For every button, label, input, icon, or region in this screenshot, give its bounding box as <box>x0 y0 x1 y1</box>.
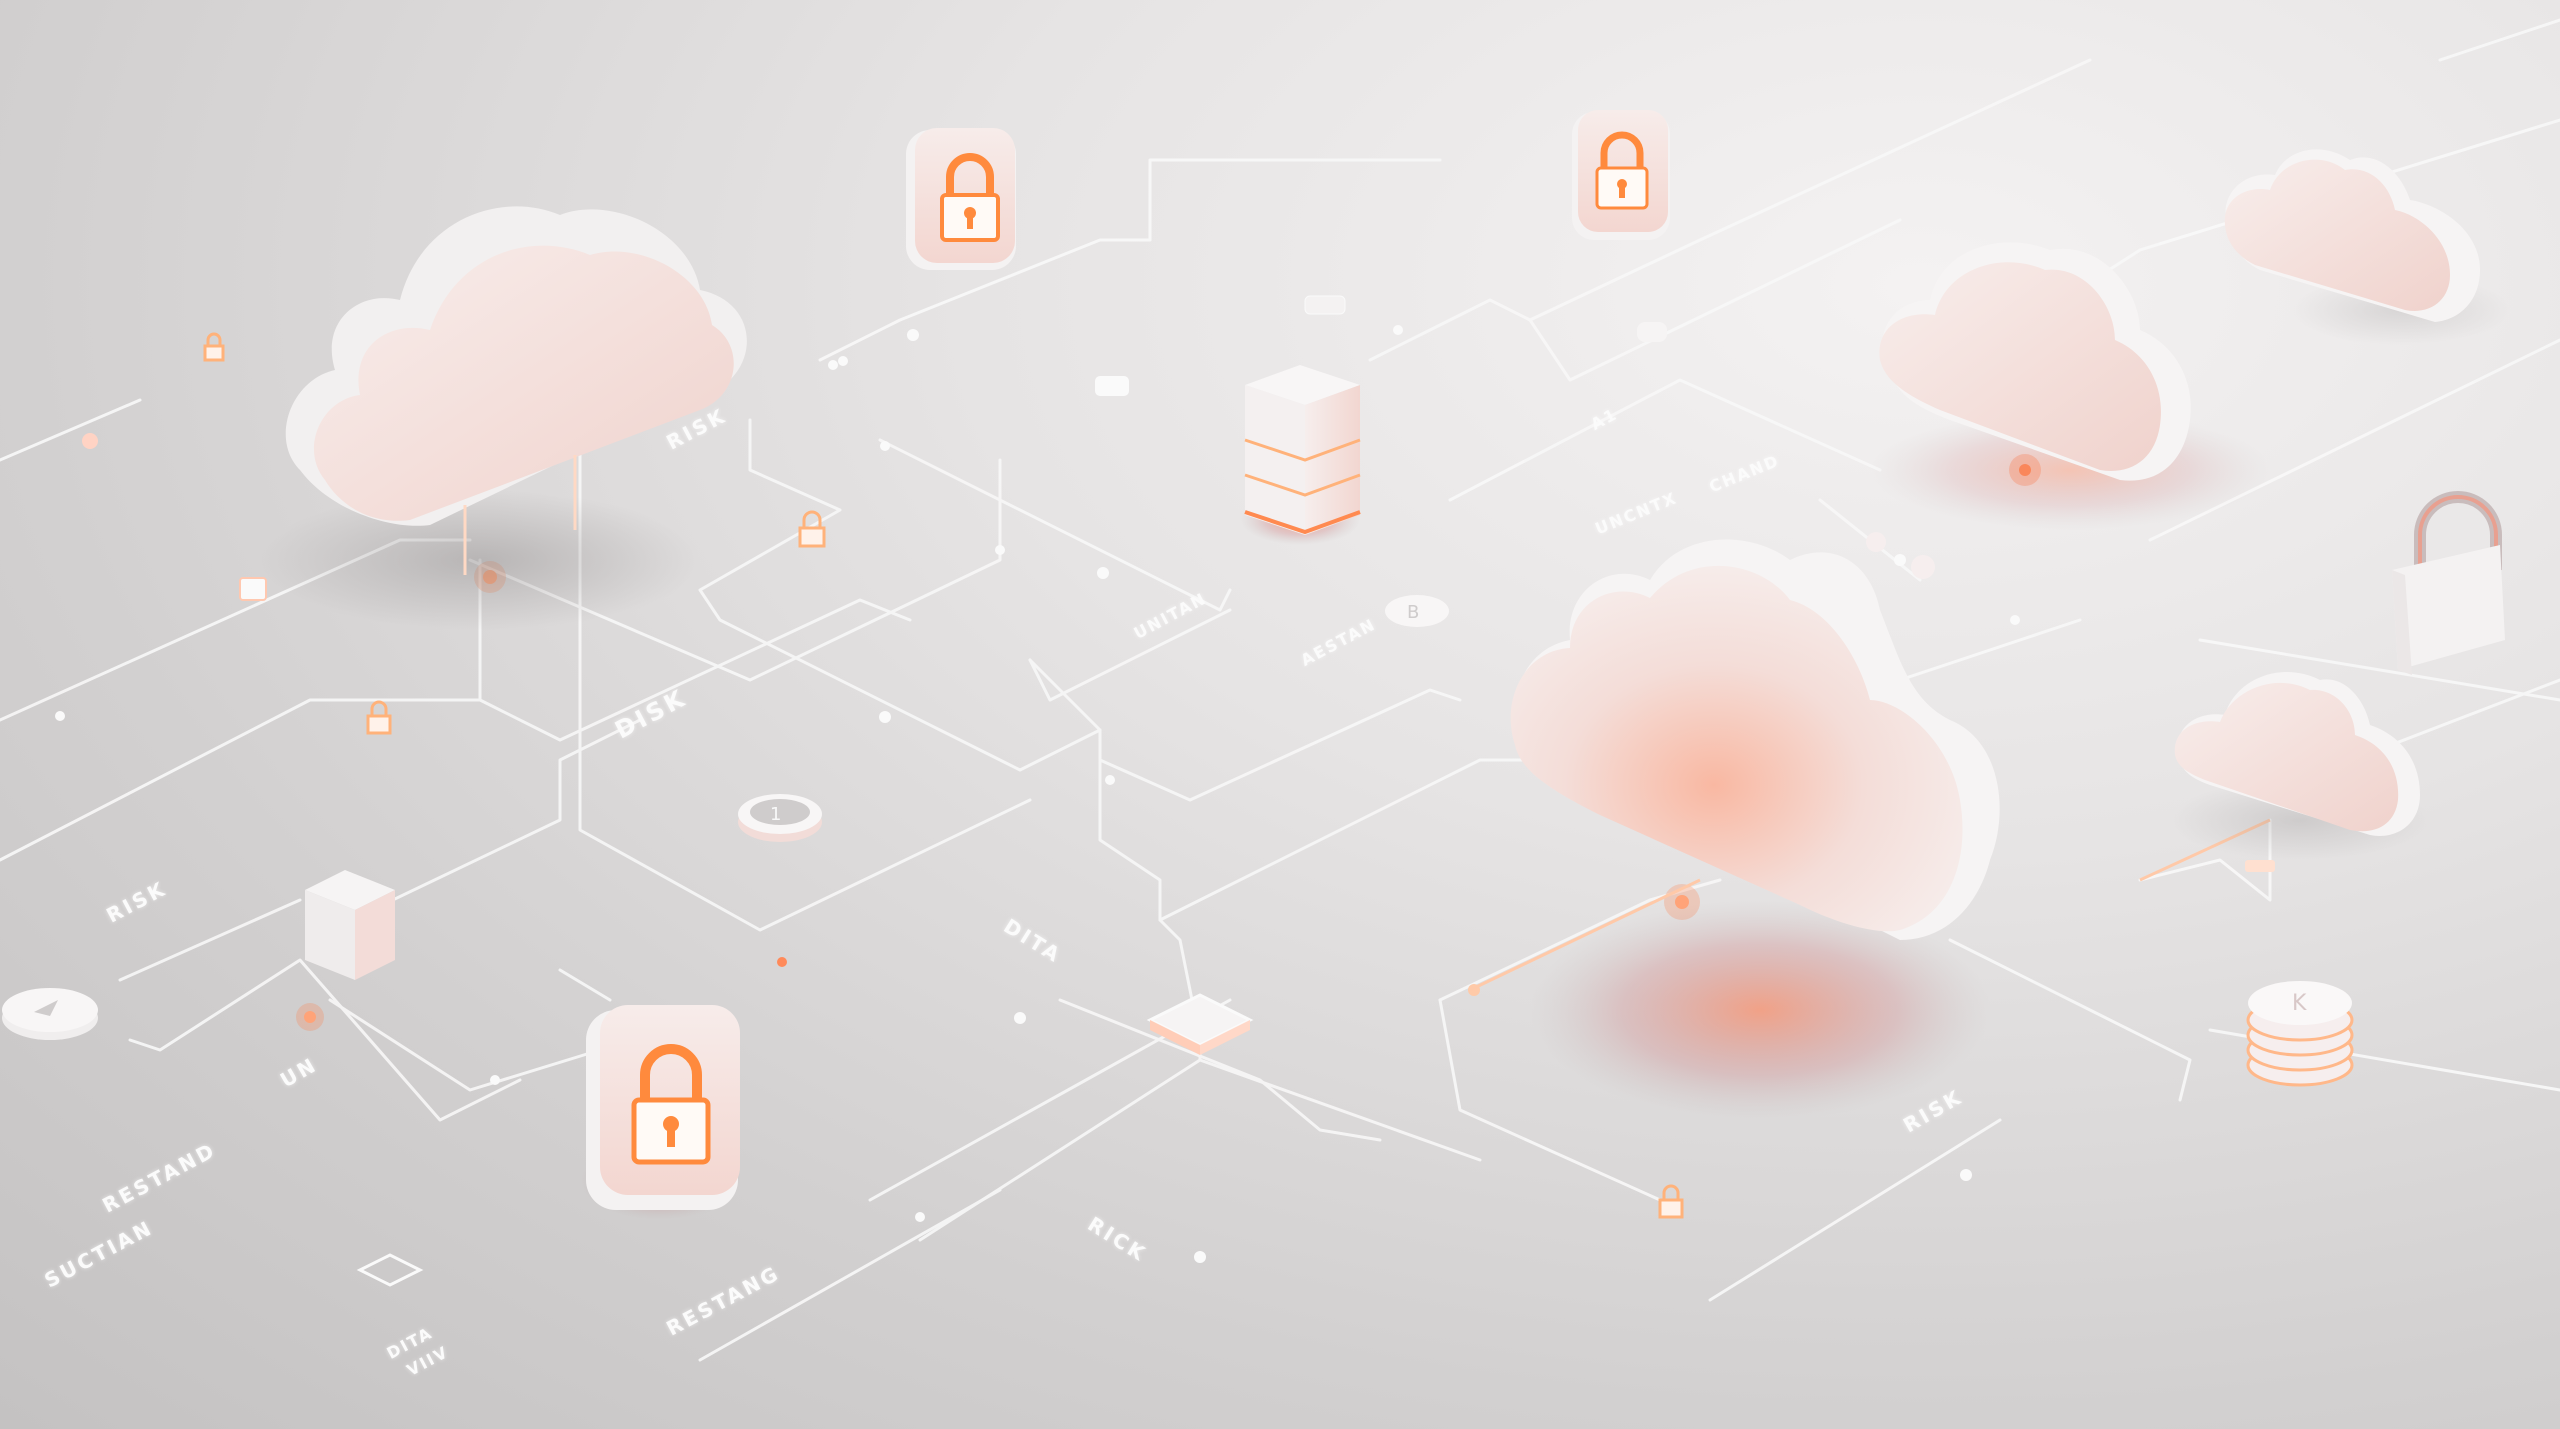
small-badge <box>1095 376 1129 396</box>
small-cube <box>305 870 395 980</box>
cloud-right-mid <box>1879 242 2191 481</box>
small-badge <box>239 577 267 601</box>
small-dot <box>1866 532 1886 552</box>
coin-stack: K <box>2246 981 2354 1087</box>
lock-tile-top-right <box>1572 110 1670 240</box>
small-badge <box>1637 322 1667 342</box>
outline-square <box>356 1253 424 1287</box>
b-disc: B <box>1385 595 1449 627</box>
database-stack <box>1244 365 1361 535</box>
small-dot <box>1911 555 1935 579</box>
cloud-large-left <box>285 206 747 575</box>
svg-text:B: B <box>1407 602 1419 623</box>
arrow-disc <box>2 988 98 1040</box>
svg-text:1: 1 <box>770 804 781 825</box>
padlock-3d <box>2392 491 2505 675</box>
diamond-tile <box>1146 993 1254 1055</box>
lock-tile-top <box>906 128 1016 270</box>
lock-tile-bottom <box>586 1005 740 1210</box>
cloud-right-small <box>2174 672 2420 836</box>
symbol-disc: 1 <box>738 794 822 842</box>
small-badge <box>1304 295 1346 315</box>
cloud-center-large <box>1510 539 2000 940</box>
cloud-top-right <box>2224 149 2480 322</box>
svg-text:K: K <box>2292 991 2307 1016</box>
small-badge <box>2245 860 2275 872</box>
mini-lock-icons <box>203 332 1684 1219</box>
